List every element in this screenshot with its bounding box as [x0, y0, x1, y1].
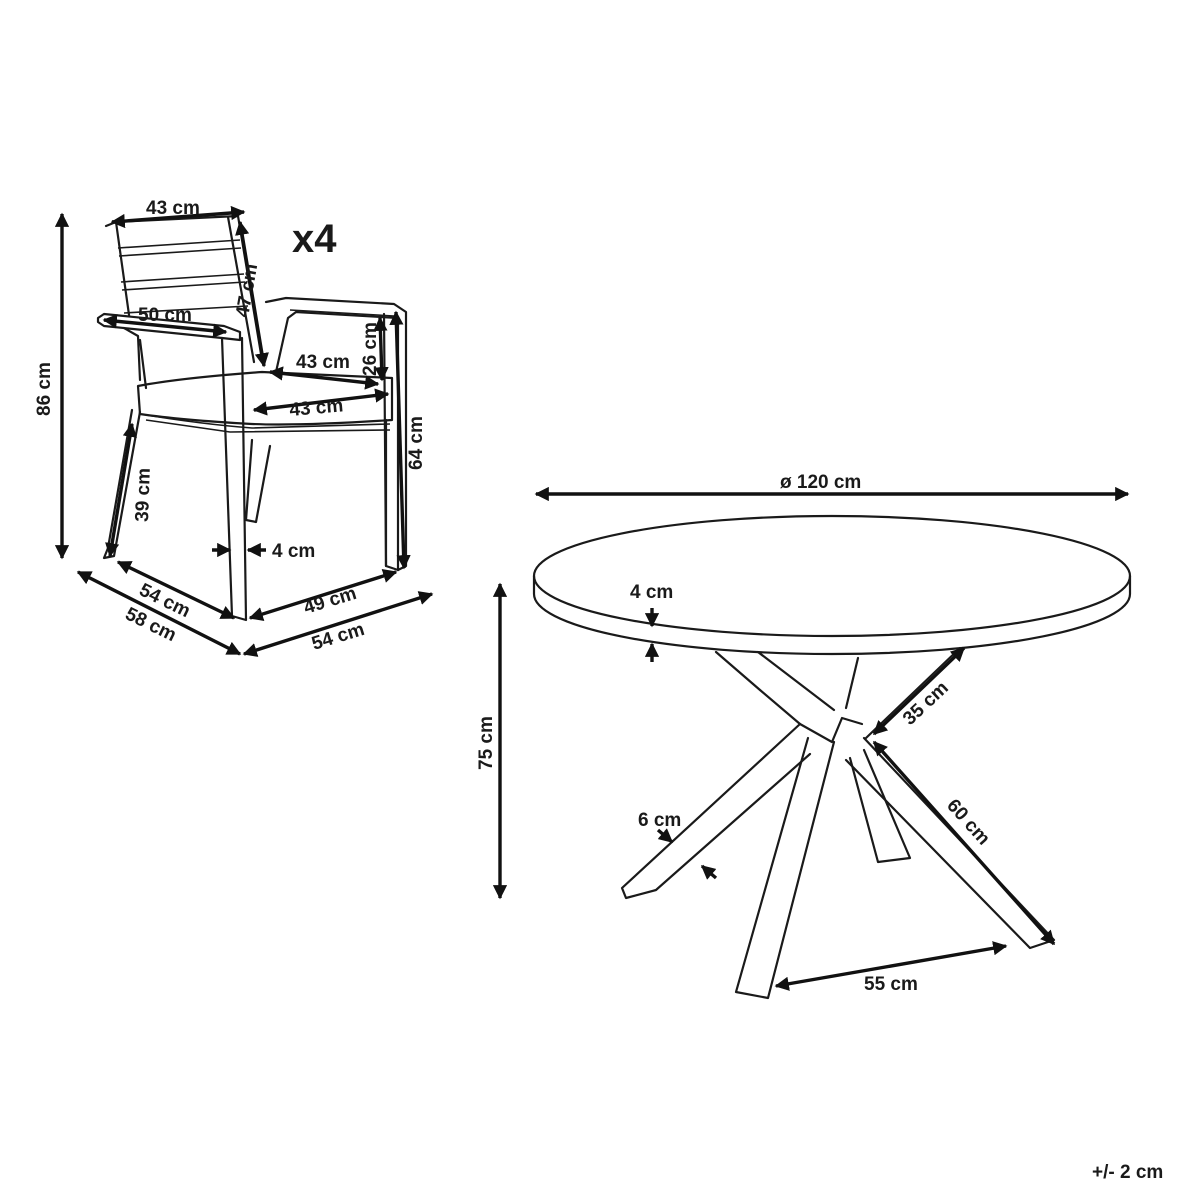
chair-armrest-above-seat-line: [373, 316, 389, 382]
chair-back-width-label: 43 cm: [146, 198, 200, 219]
table-leg-width-arrow-b: [700, 864, 718, 880]
table-height-label: 75 cm: [476, 716, 497, 770]
chair-seat-height-line: [105, 422, 137, 558]
table-top-thickness-label: 4 cm: [630, 582, 673, 603]
chair-armrest-length-line: [102, 314, 228, 338]
table-center-to-leg-line: [872, 646, 966, 736]
chair-armrest-left: [96, 312, 248, 622]
table-leg-spacing-line: [774, 941, 1008, 991]
table-leg-width-arrow-a: [656, 828, 674, 844]
chair-armrest-height-line: [389, 310, 411, 570]
table-dimension-lines: [492, 486, 1130, 991]
chair-seat-width-label: 43 cm: [289, 395, 345, 421]
chair-seat-width-line: [252, 388, 390, 416]
table-leg-back-left: [714, 650, 802, 726]
chair-backrest-height-line: [235, 220, 269, 368]
table-leg-front: [734, 736, 836, 1000]
table-diameter-label: ø 120 cm: [780, 472, 861, 493]
table-leg-length-label: 60 cm: [942, 795, 994, 849]
chair-leg-width-label: 49 cm: [301, 583, 359, 619]
chair-total-height-label: 86 cm: [34, 362, 55, 416]
table-leg-back-right: [844, 656, 860, 710]
table-leg-spacing-label: 55 cm: [864, 974, 918, 995]
chair-seat-depth-label: 43 cm: [296, 352, 350, 373]
chair-frame-thickness-label: 4 cm: [272, 541, 315, 562]
tolerance-label: +/- 2 cm: [1092, 1162, 1163, 1183]
chair-dimension-lines: [54, 205, 434, 657]
chair-seat-height-label: 39 cm: [132, 468, 155, 523]
table-leg-back: [848, 748, 912, 864]
chair-back-width-line: [110, 205, 246, 229]
chair-armrest-above-seat-label: 26 cm: [360, 322, 381, 376]
chair-quantity-label: x4: [292, 217, 337, 261]
chair-armrest-height-label: 64 cm: [406, 416, 427, 470]
table-top: [532, 514, 1132, 638]
table-leg-length-line: [872, 740, 1056, 946]
table-leg-width-label: 6 cm: [638, 810, 681, 831]
table-dimension-labels: ø 120 cm 4 cm 75 cm 35 cm 60 cm 6 cm 55 …: [476, 472, 994, 995]
chair-seat: [136, 370, 394, 433]
table-leg-back-left-inner: [756, 650, 836, 712]
chair-total-depth-line: [76, 570, 242, 656]
chair-total-width-line: [242, 591, 434, 657]
table-top-edge: [532, 574, 1132, 656]
table-drawing: [532, 514, 1132, 1000]
table-leg-right: [844, 736, 1056, 950]
chair-armrest-length-label: 50 cm: [138, 305, 192, 326]
table-leg-center: [798, 716, 864, 744]
chair-seat-depth-line: [268, 366, 380, 390]
table-leg-front-left: [620, 722, 812, 900]
